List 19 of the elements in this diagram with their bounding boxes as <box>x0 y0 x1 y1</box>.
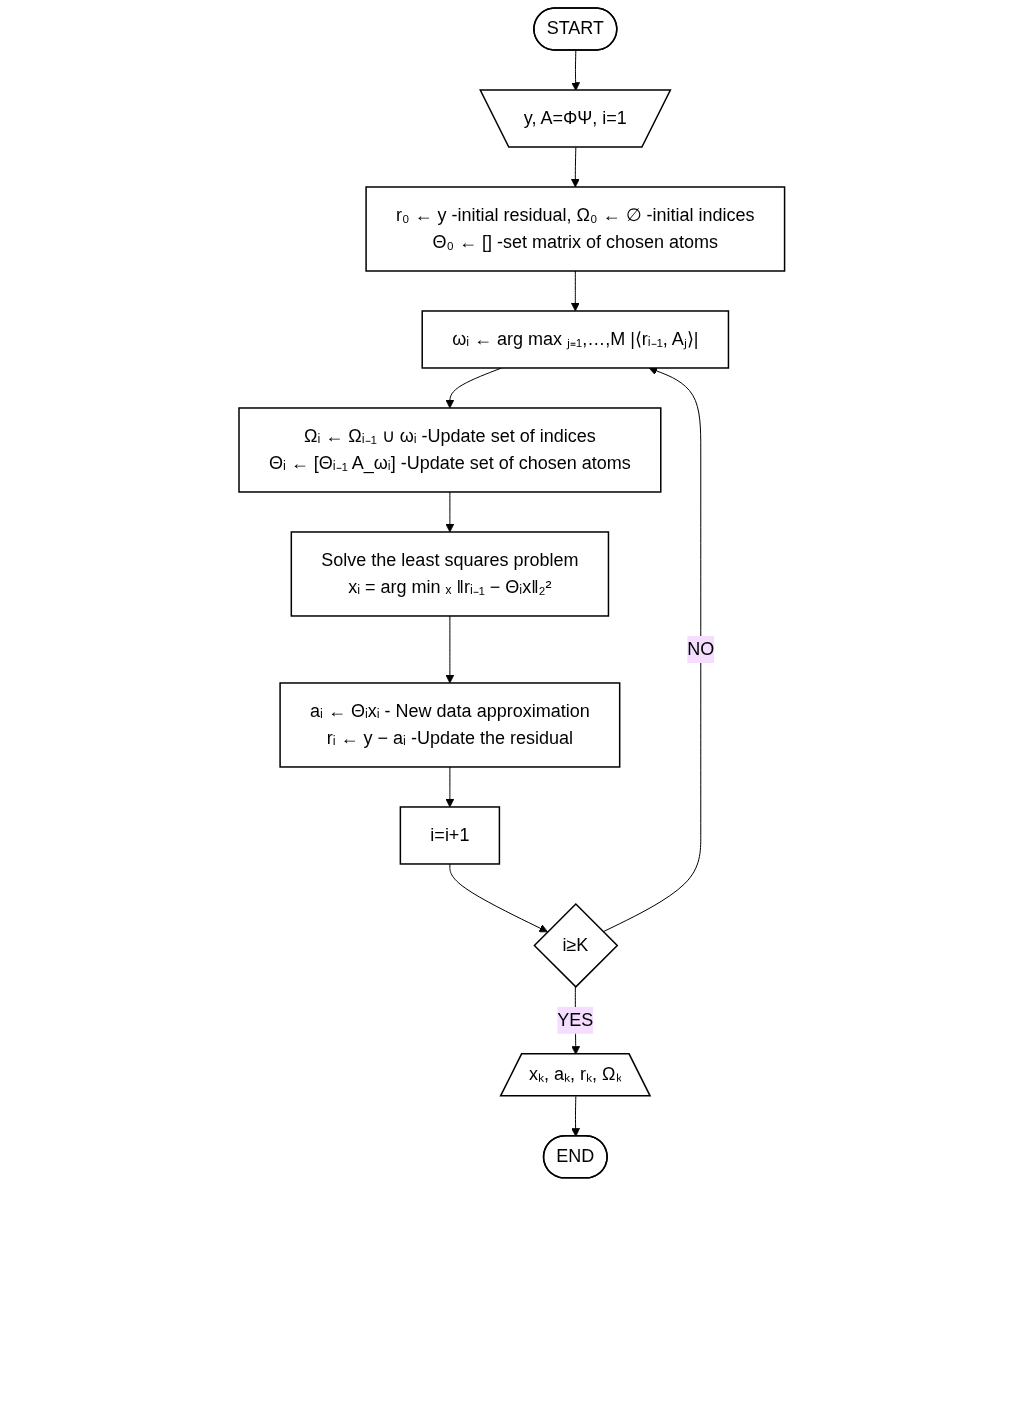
arrow <box>570 270 580 312</box>
node-box: Solve the least squares problem xᵢ = arg min ₓ ‖rᵢ₋₁ − Θᵢx‖₂² <box>290 531 609 617</box>
node-box: r₀ ← y -initial residual, Ω₀ ← ∅ -initial indices Θ₀ ← [] -set matrix of chosen atoms <box>365 186 786 272</box>
node-diamond: i≥K <box>533 902 619 988</box>
arrow <box>445 766 454 808</box>
arrow <box>449 863 548 933</box>
arrow <box>602 366 701 933</box>
edge-label: NO <box>686 638 714 659</box>
node-box: aᵢ ← Θᵢxᵢ - New data approximation rᵢ ← y − aᵢ -Update the residual <box>279 682 621 768</box>
arrow <box>445 367 502 409</box>
arrow <box>445 491 454 533</box>
node-box: ωᵢ ← arg max ⱼ₌₁,…,M |⟨rᵢ₋₁, Aⱼ⟩| <box>421 310 729 369</box>
arrow <box>570 50 580 91</box>
edge-label: YES <box>557 1009 594 1030</box>
arrow <box>570 1095 580 1137</box>
arrow <box>445 615 454 684</box>
node-box: Ωᵢ ← Ωᵢ₋₁ ∪ ωᵢ -Update set of indices Θᵢ ← [Θᵢ₋₁ A_ωᵢ] -Update set of chosen atoms <box>237 407 662 493</box>
arrow <box>570 147 580 188</box>
node-box: i=i+1 <box>399 806 500 865</box>
